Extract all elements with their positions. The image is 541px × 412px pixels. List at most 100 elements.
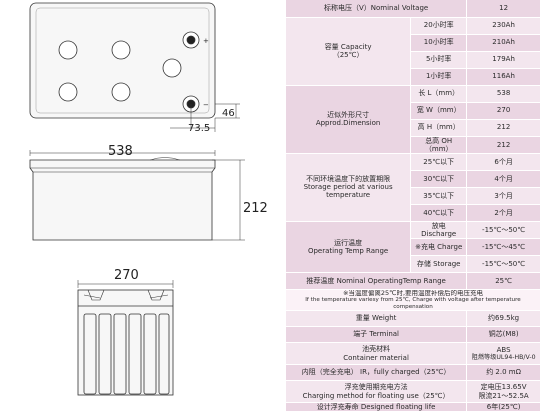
- spec-table: 标称电压（V）Nominal Voltage 12 容量 Capacity （2…: [286, 0, 541, 412]
- resistance-label: 内阻（完全充电） IR，fully charged（25℃）: [286, 364, 468, 381]
- storage-value: 6个月: [466, 153, 541, 171]
- row-weight: 重量 Weight 约69.5kg: [286, 310, 541, 327]
- resistance-value: 约 2.0 mΩ: [466, 364, 541, 381]
- storage-temp: 40℃以下: [410, 204, 468, 222]
- dim-270-label: 270: [114, 268, 139, 283]
- capacity-label-cn: 容量 Capacity: [324, 42, 372, 51]
- top-view-drawing: + −: [29, 2, 240, 132]
- row-float-charge: 浮充使用期充电方法 Charging method for floating u…: [286, 380, 541, 403]
- dimension-name: 总高 OH（mm）: [410, 136, 468, 154]
- capacity-label: 容量 Capacity （25℃）: [286, 17, 412, 86]
- dim-46-label: 46: [222, 108, 235, 119]
- row-capacity: 1小时率 116Ah: [286, 68, 541, 86]
- storage-value: 4个月: [466, 170, 541, 188]
- capacity-rate: 10小时率: [410, 34, 468, 52]
- operating-label-cn: 运行温度: [334, 238, 363, 247]
- battery-drawings: + − 46 73.5 538 212: [29, 2, 268, 396]
- dimension-value: 538: [466, 85, 541, 103]
- row-operating: ※充电 Charge -15℃～45℃: [286, 238, 541, 256]
- design-life-label: 设计浮充寿命 Designed floating life: [286, 402, 468, 412]
- dimension-value: 212: [466, 119, 541, 137]
- storage-label-cn: 不同环境温度下的放置期限: [306, 175, 391, 184]
- vent-cap: [58, 40, 78, 60]
- nominal-voltage-value: 12: [466, 0, 541, 18]
- nominal-voltage-label: 标称电压（V）Nominal Voltage: [286, 0, 468, 18]
- row-recommended-temp: 推荐温度 Nominal OperatingTemp Range 25℃: [286, 272, 541, 290]
- container-value-1: ABS: [496, 345, 511, 354]
- storage-temp: 35℃以下: [410, 187, 468, 205]
- capacity-value: 116Ah: [466, 68, 541, 86]
- vent-cap: [111, 40, 131, 60]
- container-value-2: 阻燃等级UL94-HB/V-0: [471, 353, 536, 361]
- row-nominal-voltage: 标称电压（V）Nominal Voltage 12: [286, 0, 541, 18]
- row-terminal: 端子 Terminal 铜芯(M8): [286, 326, 541, 343]
- svg-text:−: −: [203, 101, 209, 109]
- float-charge-value: 定电压13.65V 限流21～52.5A: [466, 380, 541, 403]
- terminal-label: 端子 Terminal: [286, 326, 468, 343]
- operating-value: -15℃～45℃: [466, 238, 541, 256]
- storage-temp: 30℃以下: [410, 170, 468, 188]
- row-storage: 不同环境温度下的放置期限 Storage period at various t…: [286, 153, 541, 222]
- row-storage: 35℃以下 3个月: [286, 187, 541, 205]
- operating-mode: 放电 Discharge: [410, 221, 468, 239]
- row-capacity: 5小时率 179Ah: [286, 51, 541, 69]
- storage-value: 3个月: [466, 187, 541, 205]
- row-capacity: 容量 Capacity （25℃） 20小时率 230Ah: [286, 17, 541, 86]
- row-storage: 40℃以下 2个月: [286, 204, 541, 222]
- operating-label: 运行温度 Operating Temp Range: [286, 221, 412, 273]
- dimension-value: 212: [466, 136, 541, 154]
- vent-cap: [111, 82, 131, 102]
- front-view-drawing: [29, 150, 245, 241]
- capacity-rate: 1小时率: [410, 68, 468, 86]
- dimension-name: 高 H（mm）: [410, 119, 468, 137]
- storage-temp: 25℃以下: [410, 153, 468, 171]
- dimension-label-en: Approd.Dimension: [315, 119, 381, 128]
- capacity-value: 179Ah: [466, 51, 541, 69]
- float-charge-label: 浮充使用期充电方法 Charging method for floating u…: [286, 380, 468, 403]
- storage-value: 2个月: [466, 204, 541, 222]
- row-design-life: 设计浮充寿命 Designed floating life 6年(25℃): [286, 402, 541, 412]
- weight-value: 约69.5kg: [466, 310, 541, 327]
- dim-73-5-label: 73.5: [188, 123, 210, 134]
- design-life-value: 6年(25℃): [466, 402, 541, 412]
- storage-label-en: Storage period at various temperature: [303, 183, 393, 200]
- row-storage: 30℃以下 4个月: [286, 170, 541, 188]
- capacity-value: 230Ah: [466, 17, 541, 35]
- float-charge-label-cn: 浮充使用期充电方法: [344, 383, 408, 392]
- row-dimension: 高 H（mm） 212: [286, 119, 541, 137]
- float-charge-value-2: 限流21～52.5A: [478, 391, 529, 400]
- dimension-label-cn: 近似外形尺寸: [327, 111, 370, 119]
- dim-538-label: 538: [108, 144, 133, 159]
- row-note: ※当温度偏离25℃时,要用温度补偿后的电压充电 If the temperatu…: [286, 289, 541, 312]
- row-operating: 存储 Storage -15℃～50℃: [286, 255, 541, 273]
- operating-label-en: Operating Temp Range: [307, 246, 389, 255]
- operating-mode: ※充电 Charge: [410, 238, 468, 256]
- vent-cap: [58, 82, 78, 102]
- capacity-label-en: （25℃）: [332, 51, 364, 59]
- dim-212-label: 212: [243, 201, 268, 216]
- capacity-rate: 20小时率: [410, 17, 468, 35]
- row-operating: 运行温度 Operating Temp Range 放电 Discharge -…: [286, 221, 541, 273]
- operating-value: -15℃～50℃: [466, 255, 541, 273]
- row-dimension: 近似外形尺寸 Approd.Dimension 长 L（mm） 538: [286, 85, 541, 154]
- float-charge-label-en: Charging method for floating use（25℃）: [302, 391, 450, 400]
- recommended-temp-value: 25℃: [466, 272, 541, 290]
- container-label-en: Container material: [343, 353, 409, 362]
- row-resistance: 内阻（完全充电） IR，fully charged（25℃） 约 2.0 mΩ: [286, 364, 541, 381]
- capacity-rate: 5小时率: [410, 51, 468, 69]
- float-charge-value-1: 定电压13.65V: [480, 383, 527, 392]
- weight-label: 重量 Weight: [286, 310, 468, 327]
- container-label: 池壳材料 Container material: [286, 342, 468, 365]
- dimension-label: 近似外形尺寸 Approd.Dimension: [286, 85, 412, 154]
- dimension-name: 宽 W（mm）: [410, 102, 468, 120]
- row-container: 池壳材料 Container material ABS 阻燃等级UL94-HB/…: [286, 342, 541, 365]
- terminal-value: 铜芯(M8): [466, 326, 541, 343]
- temperature-note: ※当温度偏离25℃时,要用温度补偿后的电压充电 If the temperatu…: [286, 289, 541, 312]
- svg-text:+: +: [203, 37, 209, 45]
- side-view-drawing: [77, 280, 174, 396]
- row-dimension: 宽 W（mm） 270: [286, 102, 541, 120]
- dimension-value: 270: [466, 102, 541, 120]
- dimension-name: 长 L（mm）: [410, 85, 468, 103]
- terminal-positive: +: [182, 31, 209, 49]
- recommended-temp-label: 推荐温度 Nominal OperatingTemp Range: [286, 272, 468, 290]
